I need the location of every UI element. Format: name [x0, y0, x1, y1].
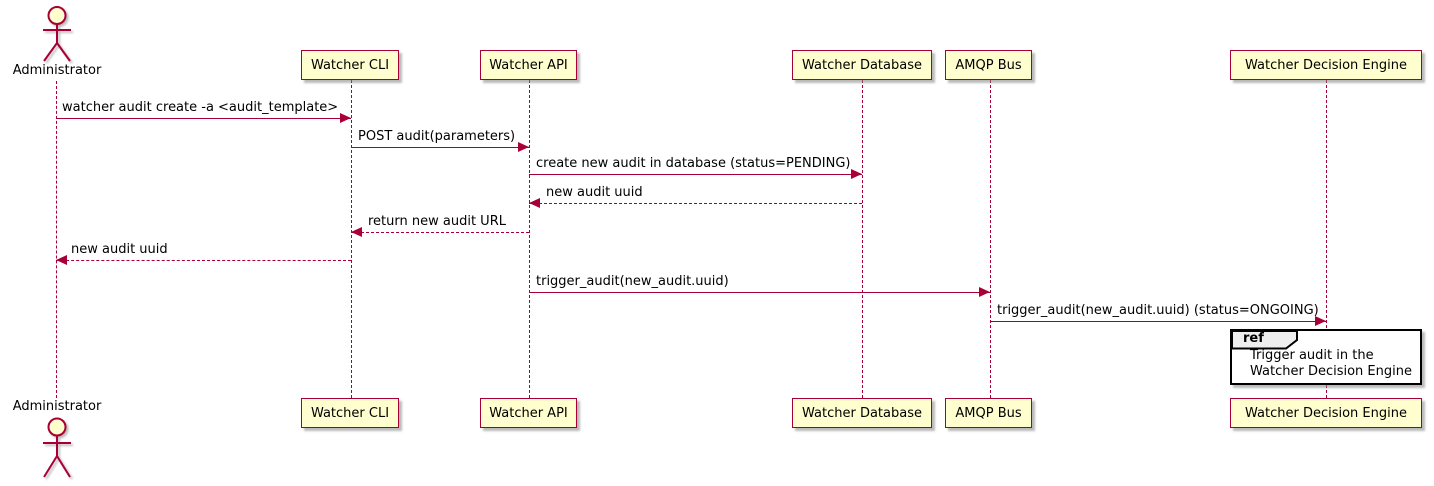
participant-watcher-database-top: Watcher Database [792, 50, 932, 80]
message-label: create new audit in database (status=PEN… [536, 156, 851, 171]
message-arrowhead [351, 227, 362, 237]
participant-watcher-api-bottom: Watcher API [480, 398, 577, 428]
participant-watcher-decision-engine-top: Watcher Decision Engine [1230, 50, 1422, 80]
participant-amqp-bus-top: AMQP Bus [945, 50, 1032, 80]
actor-label-administrator-top: Administrator [12, 63, 102, 78]
message-label: return new audit URL [368, 214, 506, 229]
message-label: trigger_audit(new_audit.uuid) (status=ON… [997, 303, 1319, 318]
message-line [56, 118, 351, 119]
participant-watcher-database-bottom: Watcher Database [792, 398, 932, 428]
message-label: trigger_audit(new_audit.uuid) [536, 274, 729, 289]
ref-tab-icon [1231, 330, 1298, 350]
message-arrowhead [56, 255, 67, 265]
participant-watcher-api-top: Watcher API [480, 50, 577, 80]
lifeline-watcher-api [529, 80, 530, 398]
participant-watcher-cli-top: Watcher CLI [301, 50, 399, 80]
lifeline-administrator [56, 81, 57, 398]
ref-text-line1: Trigger audit in the [1250, 348, 1374, 363]
participant-amqp-bus-bottom: AMQP Bus [945, 398, 1032, 428]
message-label: new audit uuid [71, 242, 168, 257]
message-label: POST audit(parameters) [358, 129, 516, 144]
participant-watcher-cli-bottom: Watcher CLI [301, 398, 399, 428]
lifeline-watcher-decision-engine [1326, 80, 1327, 398]
ref-tag-label: ref [1243, 331, 1264, 346]
lifeline-watcher-cli [351, 80, 352, 398]
message-line [351, 232, 529, 233]
message-arrowhead [340, 113, 351, 123]
actor-label-administrator-bottom: Administrator [12, 399, 102, 414]
ref-text-line2: Watcher Decision Engine [1250, 364, 1412, 379]
message-label: new audit uuid [546, 185, 643, 200]
actor-icon [43, 417, 71, 478]
message-line [990, 321, 1326, 322]
message-arrowhead [529, 198, 540, 208]
ref-fragment: ref Trigger audit in the Watcher Decisio… [1230, 329, 1422, 385]
message-arrowhead [1315, 316, 1326, 326]
actor-icon [43, 6, 71, 62]
message-line [529, 292, 990, 293]
message-arrowhead [979, 287, 990, 297]
message-arrowhead [518, 142, 529, 152]
message-line [529, 203, 862, 204]
message-line [529, 174, 862, 175]
message-line [351, 147, 529, 148]
participant-watcher-decision-engine-bottom: Watcher Decision Engine [1230, 398, 1422, 428]
lifeline-amqp-bus [990, 80, 991, 398]
message-arrowhead [851, 169, 862, 179]
lifeline-watcher-database [862, 80, 863, 398]
message-line [56, 260, 351, 261]
message-label: watcher audit create -a <audit_template> [62, 100, 339, 115]
